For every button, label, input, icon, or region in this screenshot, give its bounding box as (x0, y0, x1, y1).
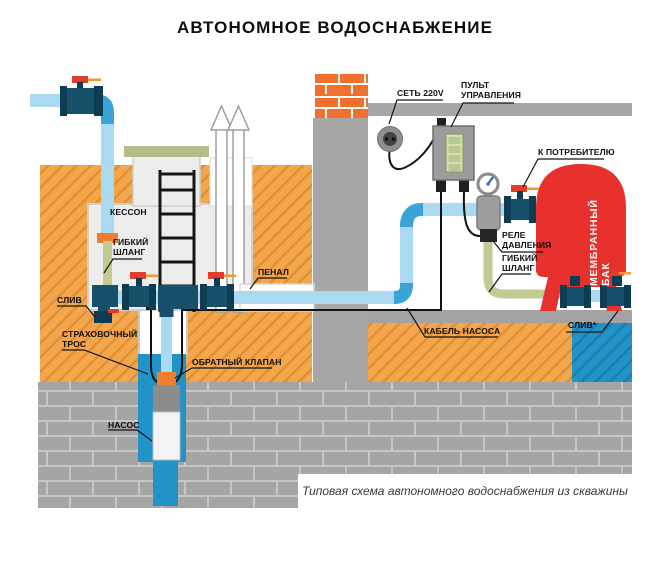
tank-fitting (560, 276, 591, 308)
ball-valve (200, 272, 236, 310)
tank-leg (540, 277, 563, 311)
relay-cable (462, 191, 481, 237)
caption-box: Типовая схема автономного водоснабжения … (298, 474, 632, 508)
drain-valve-right (600, 270, 631, 308)
hose-fitting (92, 285, 118, 307)
caisson-lid (124, 146, 209, 157)
label-pump-cable: КАБЕЛЬ НАСОСА (424, 326, 501, 336)
submersible-pump (152, 372, 181, 461)
label-membrane-tank: МЕМБРАННЫЙ БАК (588, 199, 612, 286)
caisson-manifold (92, 272, 236, 323)
page-title: АВТОНОМНОЕ ВОДОСНАБЖЕНИЕ (176, 18, 494, 37)
label-flexible-hose-left: ГИБКИЙ ШЛАНГ (113, 237, 149, 258)
relay-junction-box (480, 229, 497, 242)
label-drain-left: СЛИВ (57, 295, 82, 305)
label-pressure-switch: РЕЛЕ ДАВЛЕНИЯ (502, 230, 552, 251)
drain-valve-left (94, 311, 112, 323)
label-check-valve: ОБРАТНЫЙ КЛАПАН (192, 357, 282, 367)
house-floor-slab (368, 310, 632, 323)
consumer-valve (504, 185, 539, 223)
label-conduit: ПЕНАЛ (258, 267, 289, 277)
pump-head (153, 385, 180, 412)
pump-body (152, 411, 181, 461)
label-pump: НАСОС (108, 420, 140, 430)
label-flexible-hose-right: ГИБКИЙ ШЛАНГ (502, 253, 538, 274)
caisson-hatch (132, 155, 201, 207)
drain-zone (572, 323, 632, 382)
control-panel-icon (432, 118, 475, 192)
flexible-hose-right-icon (483, 239, 566, 299)
label-control-panel: ПУЛЬТ УПРАВЛЕНИЯ (461, 80, 522, 101)
chimney (315, 72, 368, 118)
label-power: СЕТЬ 220V (397, 88, 444, 98)
check-valve-icon (157, 372, 176, 385)
inlet-valve (60, 76, 103, 116)
label-to-consumer: К ПОТРЕБИТЕЛЮ (538, 147, 615, 157)
leader-lines (57, 99, 619, 442)
power-outlet-icon (377, 126, 403, 152)
tee-fitting (158, 285, 198, 317)
ball-valve (122, 272, 158, 310)
label-caisson: КЕССОН (110, 207, 147, 217)
label-drain-right: СЛИВ* (568, 320, 597, 330)
power-cord (388, 127, 440, 170)
label-safety-rope: СТРАХОВОЧНЫЙ ТРОС (62, 329, 138, 350)
house-wall (313, 118, 368, 382)
house-ceiling (368, 103, 632, 116)
pressure-relay-icon (476, 172, 501, 242)
vent-pipes-icon (209, 104, 251, 313)
caption-text: Типовая схема автономного водоснабжения … (302, 484, 628, 498)
pipe-coupling (97, 233, 118, 243)
tank-drain-valves (560, 270, 631, 308)
